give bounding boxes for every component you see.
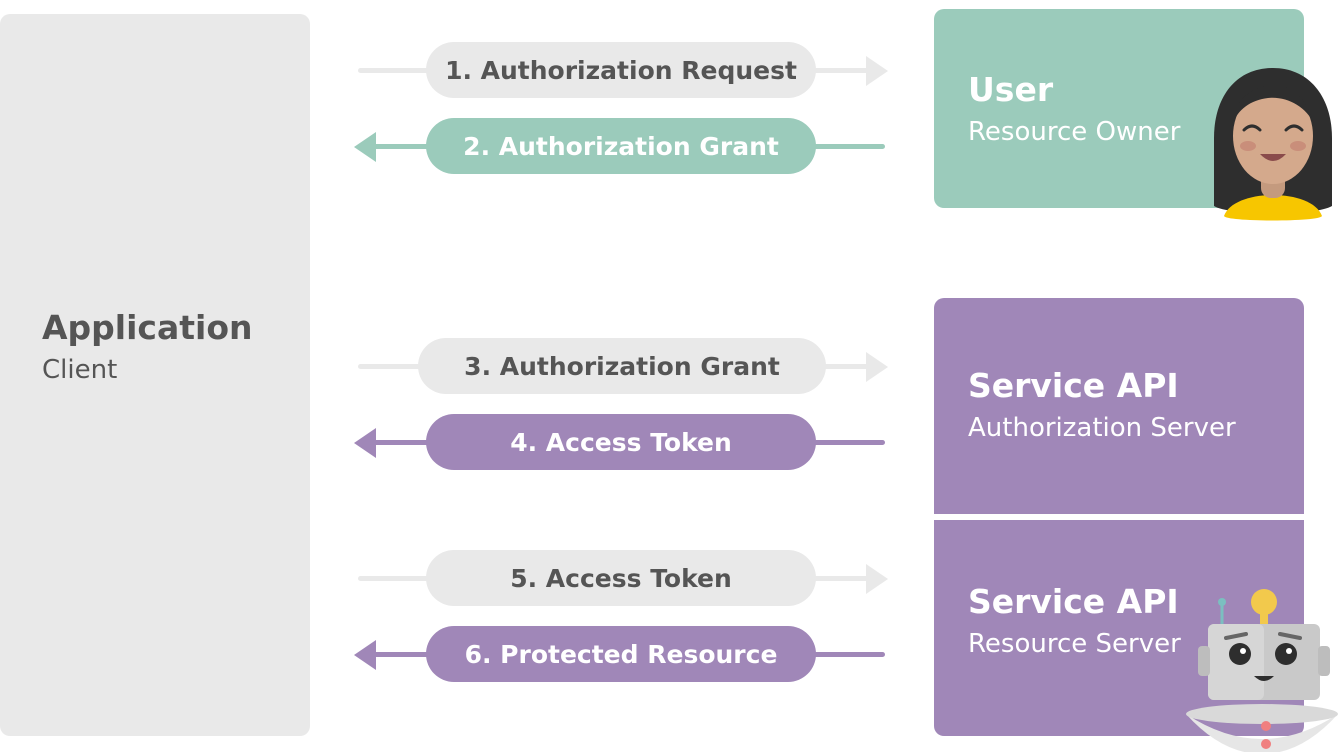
step-label-4: 4. Access Token — [426, 414, 816, 470]
client-title: Application — [42, 308, 253, 347]
user-title: User — [968, 70, 1054, 109]
auth-server-title: Service API — [968, 366, 1179, 405]
user-subtitle: Resource Owner — [968, 117, 1181, 147]
robot-icon — [1186, 589, 1338, 752]
client-subtitle: Client — [42, 355, 118, 385]
auth-server-box — [934, 298, 1304, 514]
step-label-5: 5. Access Token — [426, 550, 816, 606]
step-label-1: 1. Authorization Request — [426, 42, 816, 98]
resource-server-title: Service API — [968, 582, 1179, 621]
step-label-2: 2. Authorization Grant — [426, 118, 816, 174]
user-avatar-icon — [1214, 68, 1332, 221]
auth-server-subtitle: Authorization Server — [968, 413, 1236, 443]
step-label-3: 3. Authorization Grant — [418, 338, 826, 394]
client-box — [0, 14, 310, 736]
step-label-6: 6. Protected Resource — [426, 626, 816, 682]
resource-server-subtitle: Resource Server — [968, 629, 1181, 659]
